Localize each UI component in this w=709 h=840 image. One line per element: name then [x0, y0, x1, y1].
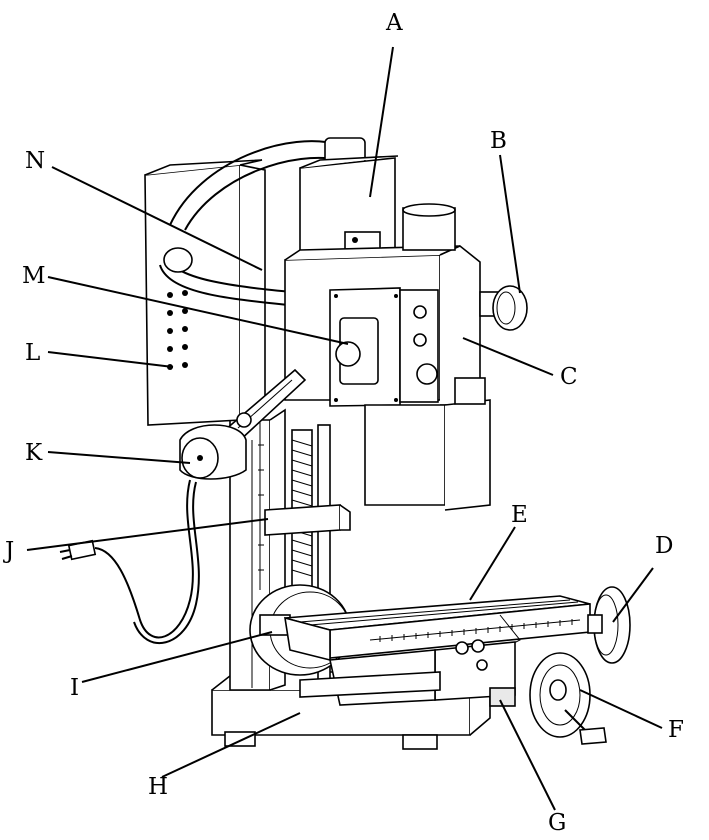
- longitudinal-handwheel: [587, 586, 631, 664]
- power-cord: [59, 479, 200, 645]
- work-table: [284, 595, 591, 662]
- headstock-front-panel: [329, 287, 439, 407]
- label-n: N: [25, 148, 45, 174]
- control-box: [144, 159, 266, 426]
- label-i: I: [70, 675, 79, 701]
- label-d: D: [655, 533, 673, 559]
- label-a: A: [385, 10, 403, 36]
- callout-labels: A B C D E F G H I J K L M N: [3, 10, 684, 836]
- motor: [299, 155, 399, 255]
- leader-line-g: [499, 699, 556, 811]
- leader-line-b: [499, 154, 521, 294]
- leader-line-a: [369, 46, 394, 198]
- label-e: E: [511, 502, 528, 528]
- cross-handwheel: [529, 652, 607, 745]
- spindle-housing: [364, 377, 491, 511]
- leader-line-l: [47, 351, 174, 368]
- label-b: B: [490, 128, 507, 154]
- leader-line-i: [81, 631, 273, 683]
- leader-line-f: [579, 689, 663, 729]
- depth-stop-lever: [179, 368, 307, 480]
- leader-line-c: [462, 337, 554, 376]
- label-g: G: [548, 810, 566, 836]
- leader-line-e: [469, 526, 516, 601]
- label-c: C: [560, 364, 578, 390]
- label-l: L: [25, 340, 40, 366]
- label-k: K: [25, 440, 43, 466]
- leader-line-k: [47, 451, 191, 464]
- leader-lines: [26, 46, 663, 811]
- column-collar: [264, 504, 351, 536]
- leader-line-n: [51, 166, 263, 271]
- label-m: M: [22, 263, 46, 289]
- leader-line-m: [47, 276, 349, 345]
- label-f: F: [668, 717, 684, 743]
- leader-line-d: [612, 567, 654, 623]
- leader-line-h: [161, 712, 301, 778]
- cross-slide: [299, 639, 516, 707]
- fine-feed-knob: [479, 285, 528, 331]
- label-h: H: [148, 774, 168, 800]
- label-j: J: [3, 538, 14, 564]
- leader-line-j: [26, 518, 269, 551]
